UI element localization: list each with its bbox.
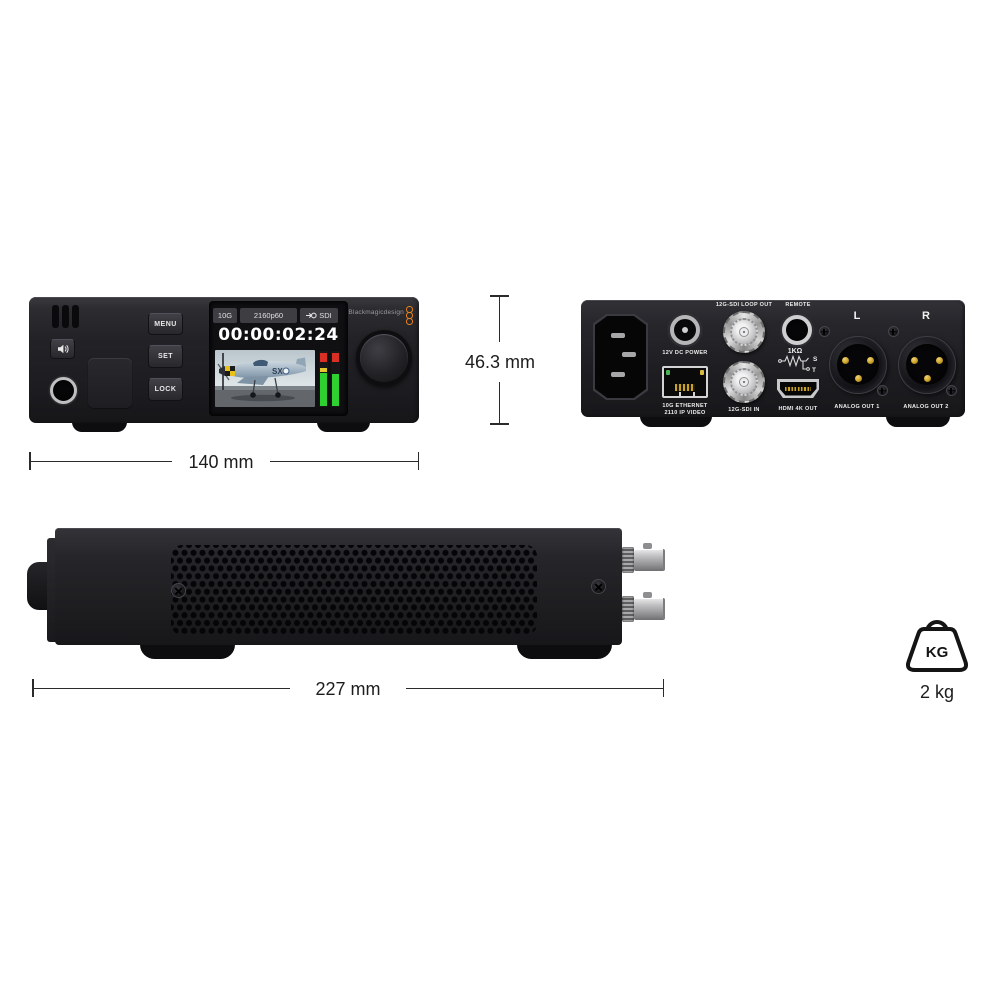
dc-power-label: 12V DC POWER [662,350,708,356]
screw [888,326,899,337]
headphone-jack [50,377,77,404]
sdi-loop-out-label: 12G-SDI LOOP OUT [715,302,773,308]
ethernet-label-line1: 10G ETHERNET [662,403,708,409]
vent-grille [171,545,537,635]
screw [946,385,957,396]
menu-button: MENU [148,313,183,335]
control-knob [356,330,412,386]
speaker-icon [57,344,69,354]
side-view [27,523,682,663]
hdmi-port [777,379,819,398]
sdi-in-label: 12G-SDI IN [728,407,760,413]
dc-power-jack [670,315,700,345]
sdi-in-bnc [723,361,765,403]
audio-meter-right [331,351,340,407]
height-dimension-label: 46.3 mm [464,352,536,372]
remote-label: REMOTE [785,302,811,308]
format-badge: 2160p60 [240,308,297,323]
channel-right-label: R [922,310,930,322]
audio-meter-left [319,351,328,407]
brand-logo-text: Blackmagicdesign [348,309,404,316]
kg-badge-label: KG [926,644,949,661]
status-bar: 10G 2160p60 SDI [213,308,344,323]
lcd-screen: 10G 2160p60 SDI 00:00:02:24 [210,302,347,415]
analog-out-1-label: ANALOG OUT 1 [834,404,880,410]
volume-button [50,339,75,359]
ethernet-port [662,366,708,398]
input-badge-label: SDI [319,311,332,320]
screw [171,583,186,598]
lock-button: LOCK [148,378,183,401]
timecode: 00:00:02:24 [218,325,339,345]
side-body [55,528,622,645]
hdmi-label: HDMI 4K OUT [778,406,818,412]
remote-wiring-diagram: 1KΩ S T [778,348,818,374]
remote-s-label: S [813,356,818,363]
ac-power-inlet [593,314,648,400]
channel-left-label: L [853,310,861,322]
svg-text:SX: SX [272,367,283,376]
brand-logo-icon [406,306,413,325]
xlr-analog-out-2 [898,336,956,394]
width-dimension-label: 140 mm [188,452,254,472]
screw [591,579,606,594]
input-badge: SDI [300,308,338,323]
remote-jack [782,315,812,345]
depth-dimension-label: 227 mm [315,679,381,699]
front-view: MENU SET LOCK 10G 2160p60 SDI 00:00:02:2… [29,297,419,423]
remote-t-label: T [812,367,816,374]
weight-value: 2 kg [919,682,955,702]
rear-view: 12V DC POWER 10G ETHERNET 2110 IP VIDEO … [581,300,965,417]
sdi-loop-out-bnc [723,311,765,353]
video-preview-airplane: SX [215,350,315,407]
set-button: SET [148,345,183,368]
screw [819,326,830,337]
weight-kg-icon: KG [905,620,969,672]
xlr-analog-out-1 [829,336,887,394]
impedance-label: 1KΩ [788,348,803,355]
ethernet-label: 10G ETHERNET 2110 IP VIDEO [658,403,712,417]
sdi-input-icon [306,312,317,319]
link-rate-badge: 10G [213,308,237,323]
analog-out-2-label: ANALOG OUT 2 [903,404,949,410]
ethernet-label-line2: 2110 IP VIDEO [664,409,706,416]
screw [877,385,888,396]
card-slot-panel [88,358,132,408]
